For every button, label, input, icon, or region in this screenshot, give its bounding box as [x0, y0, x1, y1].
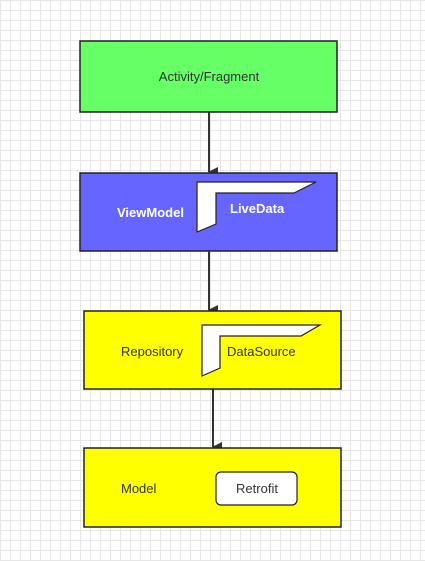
retrofit-box [215, 471, 298, 506]
activity-fragment-box [79, 40, 338, 113]
repository-node[interactable]: Repository DataSource [83, 310, 342, 390]
activity-fragment-label: Activity/Fragment [159, 69, 260, 84]
datasource-shape [201, 324, 323, 377]
viewmodel-node[interactable]: ViewModel LiveData [79, 172, 338, 252]
repository-label: Repository [121, 344, 184, 359]
activity-fragment-node[interactable]: Activity/Fragment [79, 40, 338, 113]
livedata-label: LiveData [230, 201, 285, 216]
model-label: Model [121, 481, 157, 496]
model-box [83, 447, 342, 528]
datasource-label: DataSource [227, 344, 296, 359]
livedata-shape [196, 181, 317, 233]
model-node[interactable]: Model Retrofit [83, 447, 342, 528]
viewmodel-label: ViewModel [117, 205, 184, 220]
retrofit-label: Retrofit [236, 481, 278, 496]
